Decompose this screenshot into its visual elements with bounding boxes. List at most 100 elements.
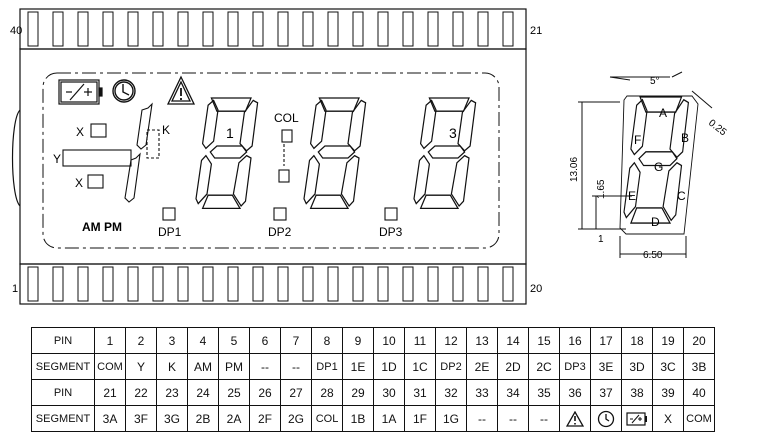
- colon-segment: [278, 129, 293, 183]
- row-label-pin: PIN: [31, 379, 95, 406]
- segment-cell: 2G: [280, 405, 312, 432]
- segment-cell: 3B: [683, 353, 715, 380]
- pin-cell: 7: [280, 327, 312, 354]
- pin: [152, 11, 164, 47]
- segment-cell: --: [280, 353, 312, 380]
- segment-cell: 1D: [373, 353, 405, 380]
- dp1-segment: [162, 207, 176, 221]
- segment-letters: A B C D E F G: [628, 106, 689, 229]
- segment-cell: 2B: [187, 405, 219, 432]
- dp3-segment: [384, 207, 398, 221]
- lcd-drawing: 40 21 1 20: [10, 8, 729, 305]
- pin-cell: 29: [342, 379, 374, 406]
- segment-cell: 2E: [466, 353, 498, 380]
- dim-165: 1.65: [596, 179, 607, 199]
- segment-cell: 1C: [404, 353, 436, 380]
- pin-cell: 20: [683, 327, 715, 354]
- pin-cell: 2: [125, 327, 157, 354]
- pin: [402, 11, 414, 47]
- segment-cell: 1B: [342, 405, 374, 432]
- segment-cell: DP2: [435, 353, 467, 380]
- pin-cell: 18: [621, 327, 653, 354]
- pin-cell: 15: [528, 327, 560, 354]
- pin: [177, 11, 189, 47]
- pin-cell: 38: [621, 379, 653, 406]
- pin-cell: 39: [652, 379, 684, 406]
- pin: [152, 266, 164, 302]
- digit-k-top-segment: [136, 102, 153, 150]
- segment-cell: 3D: [621, 353, 653, 380]
- segment-cell: COM: [94, 353, 126, 380]
- pin: [277, 11, 289, 47]
- pin-cell: 24: [187, 379, 219, 406]
- bottom-pin-strip: 1 20: [12, 263, 542, 305]
- dp2-segment: [273, 207, 287, 221]
- segment-cell: DP1: [311, 353, 343, 380]
- pin-cell: 40: [683, 379, 715, 406]
- battery-icon: [621, 405, 653, 432]
- pin: [502, 266, 514, 302]
- pin-cell: 12: [435, 327, 467, 354]
- pin: [102, 11, 114, 47]
- pin-cell: 16: [559, 327, 591, 354]
- pin: [277, 266, 289, 302]
- pin: [227, 11, 239, 47]
- dp2-label: DP2: [268, 225, 292, 239]
- pin: [377, 11, 389, 47]
- pin-cell: 19: [652, 327, 684, 354]
- seg-f-label: F: [634, 133, 641, 147]
- warning-icon: [559, 405, 591, 432]
- digit-1-number: 1: [226, 125, 234, 141]
- clock-icon: [112, 79, 136, 103]
- segment-cell: AM: [187, 353, 219, 380]
- pin: [477, 11, 489, 47]
- pin-cell: 3: [156, 327, 188, 354]
- pin-cell: 21: [94, 379, 126, 406]
- pin: [127, 11, 139, 47]
- dp3-label: DP3: [379, 225, 403, 239]
- pin-cell: 14: [497, 327, 529, 354]
- pin-cell: 32: [435, 379, 467, 406]
- pin-cell: 33: [466, 379, 498, 406]
- segment-cell: K: [156, 353, 188, 380]
- digit-2: [303, 97, 367, 210]
- pin-label-1: 1: [12, 283, 18, 295]
- segment-cell: 2A: [218, 405, 250, 432]
- pin-cell: 25: [218, 379, 250, 406]
- pin: [52, 11, 64, 47]
- segment-cell: PM: [218, 353, 250, 380]
- pin: [502, 11, 514, 47]
- y-label: Y: [53, 152, 61, 166]
- seg-a-label: A: [659, 106, 667, 120]
- segment-cell: 1A: [373, 405, 405, 432]
- pin: [477, 266, 489, 302]
- segment-cell: 3C: [652, 353, 684, 380]
- segment-cell: 3G: [156, 405, 188, 432]
- seg-g-label: G: [654, 160, 663, 174]
- pin: [302, 266, 314, 302]
- segment-cell: 3F: [125, 405, 157, 432]
- pin-cell: 9: [342, 327, 374, 354]
- indicator-group: [62, 102, 160, 203]
- seg-c-label: C: [677, 189, 686, 203]
- pin-label-40: 40: [10, 25, 22, 37]
- am-pm-label: AM PM: [82, 220, 122, 234]
- pin-cell: 23: [156, 379, 188, 406]
- segment-cell: 1F: [404, 405, 436, 432]
- x-top-label: X: [76, 125, 84, 139]
- seg-d-label: D: [651, 215, 660, 229]
- pin: [227, 266, 239, 302]
- pin: [127, 266, 139, 302]
- x-bottom-label: X: [75, 176, 83, 190]
- pin: [452, 266, 464, 302]
- pin-cell: 10: [373, 327, 405, 354]
- pin: [77, 11, 89, 47]
- segment-cell: 3E: [590, 353, 622, 380]
- dim-025: 0.25: [706, 118, 728, 139]
- pin-cell: 30: [373, 379, 405, 406]
